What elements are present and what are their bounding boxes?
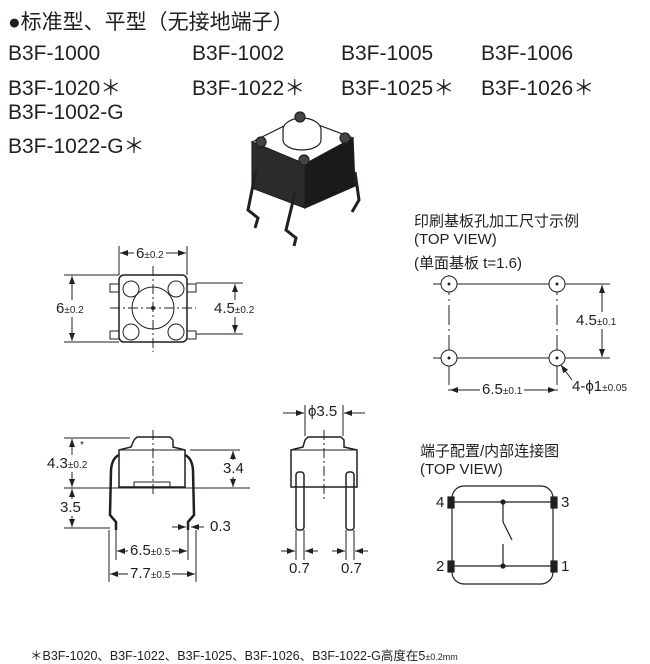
- pcb-vertical-dim: 4.5±0.1: [576, 312, 617, 329]
- side-height-dim: 4.3±0.2: [47, 455, 88, 472]
- front-plunger-dim: ϕ3.5: [308, 403, 338, 420]
- model-label: B3F-1002-G: [8, 101, 124, 124]
- terminal-view-label: (TOP VIEW): [420, 461, 503, 478]
- pcb-view-label: (TOP VIEW): [414, 231, 497, 248]
- top-view-drawing: [64, 246, 243, 352]
- dim-height-label: 6±0.2: [56, 300, 84, 317]
- pin-3-label: 3: [561, 494, 570, 511]
- front-lead-width-right: 0.7: [341, 560, 362, 577]
- model-label: B3F-1022＊: [192, 77, 306, 100]
- pcb-hole-layout: [433, 275, 610, 393]
- section-title: ●标准型、平型（无接地端子）: [8, 11, 294, 34]
- pin-4-label: 4: [436, 494, 445, 511]
- model-label: B3F-1000: [8, 42, 101, 65]
- model-label: B3F-1005: [341, 42, 434, 65]
- model-label: B3F-1025＊: [341, 77, 455, 100]
- switch-3d-illustration: [246, 111, 361, 247]
- front-lead-width-left: 0.7: [289, 560, 310, 577]
- dim-width-label: 6±0.2: [134, 245, 166, 262]
- side-lead-thickness-dim: 0.3: [210, 518, 231, 535]
- pcb-hole-dim: 4-ϕ1±0.05: [572, 378, 628, 395]
- model-label: B3F-1026＊: [481, 77, 595, 100]
- side-body-height-dim: 3.4: [223, 460, 244, 477]
- front-view-drawing: [281, 405, 368, 560]
- pcb-horizontal-dim: 6.5±0.1: [480, 381, 525, 398]
- footnote: ＊B3F-1020、B3F-1022、B3F-1025、B3F-1026、B3F…: [30, 649, 458, 663]
- dim-pin-pitch-label: 4.5±0.2: [214, 300, 255, 317]
- side-outer-span-dim: 7.7±0.5: [128, 565, 173, 582]
- side-lead-length-dim: 3.5: [60, 499, 81, 516]
- pcb-title: 印刷基板孔加工尺寸示例: [414, 213, 580, 230]
- model-label: B3F-1020＊: [8, 77, 122, 100]
- pin-2-label: 2: [436, 558, 445, 575]
- pin-1-label: 1: [561, 558, 570, 575]
- terminal-title: 端子配置/内部连接图: [420, 443, 560, 460]
- side-inner-span-dim: 6.5±0.5: [128, 542, 173, 559]
- model-label: B3F-1022-G＊: [8, 135, 145, 158]
- model-label: B3F-1006: [481, 42, 574, 65]
- model-label: B3F-1002: [192, 42, 285, 65]
- terminal-connection-diagram: [447, 485, 558, 585]
- pcb-note: (单面基板 t=1.6): [414, 255, 522, 272]
- height-star: *: [80, 440, 84, 451]
- side-view-drawing: [64, 430, 250, 582]
